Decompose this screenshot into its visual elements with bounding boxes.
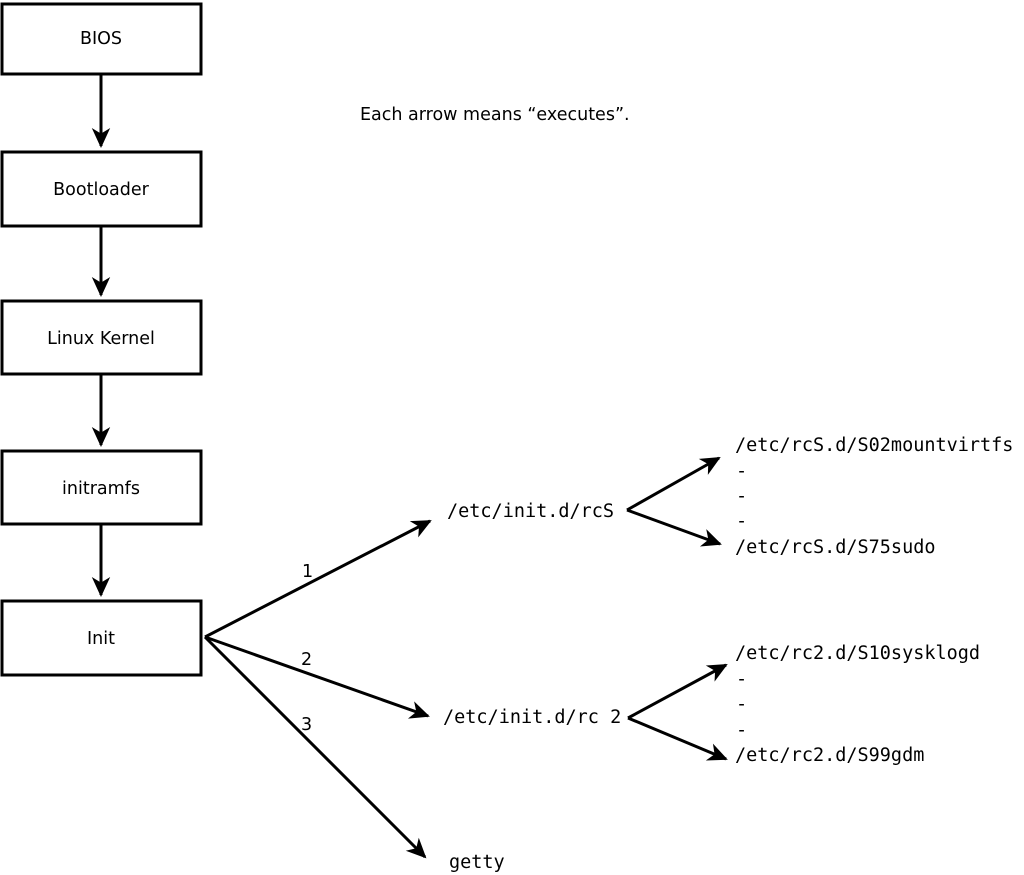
script-dash: - — [736, 694, 747, 715]
arrow-rcs-to-s02mountvirtfs — [626, 456, 721, 512]
script-s75sudo-label: /etc/rcS.d/S75sudo — [735, 537, 935, 558]
target-getty-label: getty — [449, 852, 505, 873]
script-dash: - — [736, 511, 747, 532]
script-s10sysklogd-label: /etc/rc2.d/S10sysklogd — [735, 643, 980, 664]
arrow-init-to-rc2 — [204, 635, 430, 719]
script-s02mountvirtfs-label: /etc/rcS.d/S02mountvirtfs — [735, 435, 1013, 456]
script-s99gdm-label: /etc/rc2.d/S99gdm — [735, 745, 924, 766]
box-init — [0, 599, 203, 677]
arrow-rcs-to-s75sudo — [626, 508, 722, 547]
branch-3-number-label: 3 — [301, 715, 312, 735]
arrow-init-to-rcs — [204, 519, 432, 639]
script-dash: - — [736, 669, 747, 690]
box-bootloader — [0, 150, 203, 228]
arrow-init-to-getty — [203, 635, 427, 859]
target-rcs-label: /etc/init.d/rcS — [447, 501, 614, 522]
box-initramfs-label: initramfs — [62, 479, 140, 499]
arrow-rc2-to-s10sysklogd — [627, 663, 728, 720]
script-dash: - — [736, 486, 747, 507]
box-linux-kernel — [0, 299, 203, 376]
caption-text: Each arrow means “executes”. — [360, 105, 630, 125]
box-initramfs — [0, 449, 203, 526]
box-bootloader-label: Bootloader — [53, 180, 149, 200]
box-bios — [0, 2, 203, 76]
arrow-rc2-to-s99gdm — [627, 716, 728, 761]
target-rc2-label: /etc/init.d/rc 2 — [443, 707, 621, 728]
box-init-label: Init — [87, 629, 115, 649]
branch-1-number-label: 1 — [302, 562, 313, 582]
script-dash: - — [736, 461, 747, 482]
script-dash: - — [736, 720, 747, 741]
box-bios-label: BIOS — [80, 29, 122, 49]
box-linux-kernel-label: Linux Kernel — [47, 329, 155, 349]
branch-2-number-label: 2 — [301, 650, 312, 670]
